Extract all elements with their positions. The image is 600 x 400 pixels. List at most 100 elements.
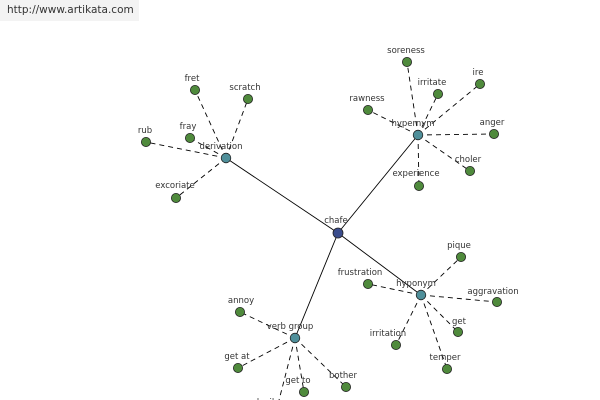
relation-node-hyponym-dot[interactable] xyxy=(415,289,427,301)
leaf-node-frustration-label: frustration xyxy=(338,268,383,278)
leaf-node-irritate[interactable]: irritate xyxy=(418,78,447,100)
edge-chafe-hyponym xyxy=(337,232,422,296)
root-node-chafe-dot[interactable] xyxy=(332,227,344,239)
leaf-node-rawness-dot[interactable] xyxy=(362,105,373,116)
root-node-chafe-label: chafe xyxy=(324,216,348,226)
leaf-node-scratch-label: scratch xyxy=(229,83,260,93)
relation-node-hypernym-label: hypernym xyxy=(391,119,434,129)
leaf-node-get-to-dot[interactable] xyxy=(298,386,309,397)
leaf-node-rub-label: rub xyxy=(138,126,152,136)
leaf-node-choler[interactable]: choler xyxy=(455,155,482,176)
leaf-node-irritate-dot[interactable] xyxy=(432,89,443,100)
leaf-node-irritation-dot[interactable] xyxy=(390,339,401,350)
leaf-node-irritation[interactable]: irritation xyxy=(370,329,406,350)
leaf-node-bother[interactable]: bother xyxy=(329,371,358,392)
edge-derivation-rub xyxy=(145,141,227,159)
leaf-node-frustration-dot[interactable] xyxy=(362,278,373,289)
leaf-node-fray-label: fray xyxy=(180,122,197,132)
leaf-node-anger[interactable]: anger xyxy=(480,118,505,139)
leaf-node-ire-label: ire xyxy=(473,68,484,78)
leaf-node-choler-dot[interactable] xyxy=(464,165,475,176)
edge-verb-group-devil xyxy=(278,337,296,400)
leaf-node-anger-label: anger xyxy=(480,118,505,128)
relation-node-hyponym[interactable]: hyponym xyxy=(396,279,436,301)
leaf-node-frustration[interactable]: frustration xyxy=(338,268,383,289)
leaf-node-get-at[interactable]: get at xyxy=(224,352,250,373)
leaf-node-get-dot[interactable] xyxy=(452,326,463,337)
relation-node-verb-group-label: verb group xyxy=(267,322,314,332)
leaf-node-fret[interactable]: fret xyxy=(185,74,201,96)
leaf-node-devil-label: devil xyxy=(254,398,274,400)
edge-hypernym-soreness xyxy=(406,61,419,136)
relation-node-verb-group-dot[interactable] xyxy=(289,332,301,344)
edge-hypernym-anger xyxy=(417,133,495,136)
leaf-node-annoy-dot[interactable] xyxy=(234,306,245,317)
leaf-node-get-at-label: get at xyxy=(224,352,250,362)
leaf-node-excoriate-dot[interactable] xyxy=(170,192,181,203)
leaf-node-rub[interactable]: rub xyxy=(138,126,152,147)
edges-layer xyxy=(145,61,498,400)
leaf-node-scratch[interactable]: scratch xyxy=(229,83,261,105)
leaf-node-soreness-label: soreness xyxy=(387,46,425,56)
leaf-node-irritation-label: irritation xyxy=(370,329,406,339)
edge-hypernym-rawness xyxy=(367,109,419,136)
leaf-node-bother-label: bother xyxy=(329,371,358,381)
edge-hyponym-irritation xyxy=(395,294,422,346)
edge-derivation-scratch xyxy=(225,98,249,159)
leaf-node-experience-dot[interactable] xyxy=(413,180,424,191)
leaf-node-aggravation-label: aggravation xyxy=(467,287,518,297)
relation-node-verb-group[interactable]: verb group xyxy=(267,322,314,344)
leaf-node-fret-label: fret xyxy=(185,74,201,84)
root-node-chafe[interactable]: chafe xyxy=(324,216,348,239)
relation-node-hyponym-label: hyponym xyxy=(396,279,436,289)
leaf-node-devil[interactable]: devil xyxy=(254,398,282,400)
leaf-node-soreness[interactable]: soreness xyxy=(387,46,425,68)
edge-hyponym-temper xyxy=(420,294,448,370)
leaf-node-irritate-label: irritate xyxy=(418,78,447,88)
leaf-node-experience[interactable]: experience xyxy=(392,169,440,191)
leaf-node-excoriate-label: excoriate xyxy=(155,181,194,191)
leaf-node-experience-label: experience xyxy=(392,169,439,179)
leaf-node-pique-label: pique xyxy=(447,241,471,251)
leaf-node-temper-dot[interactable] xyxy=(441,363,452,374)
leaf-node-get-to-label: get to xyxy=(285,376,310,386)
leaf-node-excoriate[interactable]: excoriate xyxy=(155,181,195,203)
edge-verb-group-get-to xyxy=(294,337,305,393)
leaf-node-rub-dot[interactable] xyxy=(140,136,151,147)
leaf-node-fret-dot[interactable] xyxy=(189,85,200,96)
relation-node-hypernym-dot[interactable] xyxy=(412,129,424,141)
edge-chafe-verb-group xyxy=(294,232,339,339)
leaf-node-aggravation[interactable]: aggravation xyxy=(467,287,519,307)
leaf-node-rawness[interactable]: rawness xyxy=(349,94,385,116)
edge-hypernym-ire xyxy=(417,83,481,136)
edge-hyponym-frustration xyxy=(367,283,422,296)
leaf-node-scratch-dot[interactable] xyxy=(242,94,253,105)
leaf-node-fray-dot[interactable] xyxy=(184,132,195,143)
leaf-node-bother-dot[interactable] xyxy=(340,381,351,392)
edge-verb-group-bother xyxy=(294,337,347,388)
leaf-node-get[interactable]: get xyxy=(452,317,467,337)
edge-derivation-excoriate xyxy=(175,157,227,199)
leaf-node-get-to[interactable]: get to xyxy=(285,376,311,397)
leaf-node-ire[interactable]: ire xyxy=(473,68,485,90)
leaf-node-rawness-label: rawness xyxy=(349,94,385,104)
leaf-node-aggravation-dot[interactable] xyxy=(491,296,502,307)
leaf-node-pique[interactable]: pique xyxy=(447,241,471,262)
source-url-banner[interactable]: http://www.artikata.com xyxy=(0,0,139,21)
leaf-node-pique-dot[interactable] xyxy=(455,251,466,262)
edge-hyponym-pique xyxy=(420,256,462,296)
leaf-node-temper[interactable]: temper xyxy=(430,353,461,374)
leaf-node-fray[interactable]: fray xyxy=(180,122,197,143)
relation-node-derivation[interactable]: derivation xyxy=(199,142,243,164)
nodes-layer: fret scratch fray rub excoriate soreness irrit… xyxy=(138,46,519,400)
leaf-node-ire-dot[interactable] xyxy=(474,79,485,90)
edge-verb-group-get-at xyxy=(237,337,296,369)
relation-node-hypernym[interactable]: hypernym xyxy=(391,119,435,141)
leaf-node-anger-dot[interactable] xyxy=(488,128,499,139)
leaf-node-choler-label: choler xyxy=(455,155,482,165)
leaf-node-annoy[interactable]: annoy xyxy=(228,296,254,317)
edge-hyponym-aggravation xyxy=(420,294,498,303)
leaf-node-soreness-dot[interactable] xyxy=(401,57,412,68)
relation-node-derivation-dot[interactable] xyxy=(220,152,232,164)
leaf-node-get-at-dot[interactable] xyxy=(232,362,243,373)
